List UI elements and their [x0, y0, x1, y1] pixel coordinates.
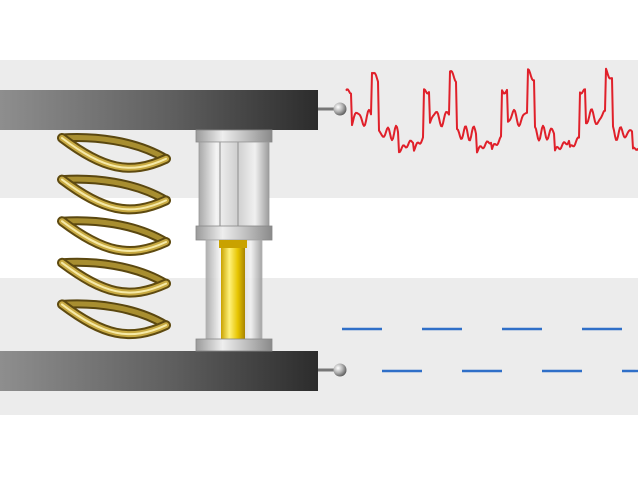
terminal-ball-icon [318, 102, 347, 116]
spring-coil-front-shine [61, 303, 167, 336]
bottom-plate [0, 351, 318, 391]
damper-cylinder [198, 141, 270, 229]
band-bottom [0, 278, 638, 415]
spring-coil-front-shine [61, 137, 167, 169]
spring-coil-back-highlight [59, 301, 169, 328]
spring-coil-back-highlight [59, 176, 169, 203]
terminal-top-ball [333, 102, 347, 116]
spring-coil-front-shine [61, 178, 167, 211]
spring-coil-back-highlight [59, 135, 169, 162]
piston-rod [221, 248, 245, 341]
top-plate [0, 90, 318, 130]
terminal-ball-icon [318, 363, 347, 377]
damper-top-cap [195, 129, 273, 143]
dashpot-damper-icon [195, 129, 273, 352]
spring-coil-front-shine [61, 261, 167, 294]
damper-mid-ring [195, 225, 273, 241]
piston-rod-cap [219, 240, 247, 248]
spring-coil-front-shine [61, 220, 167, 252]
force-signal-waveform [345, 67, 638, 154]
spring-coil-back-highlight [59, 259, 169, 287]
coil-spring-icon [57, 133, 171, 340]
spring-coil-back-highlight [59, 218, 169, 245]
terminal-bottom-ball [333, 363, 347, 377]
damper-bottom-cap [195, 338, 273, 352]
